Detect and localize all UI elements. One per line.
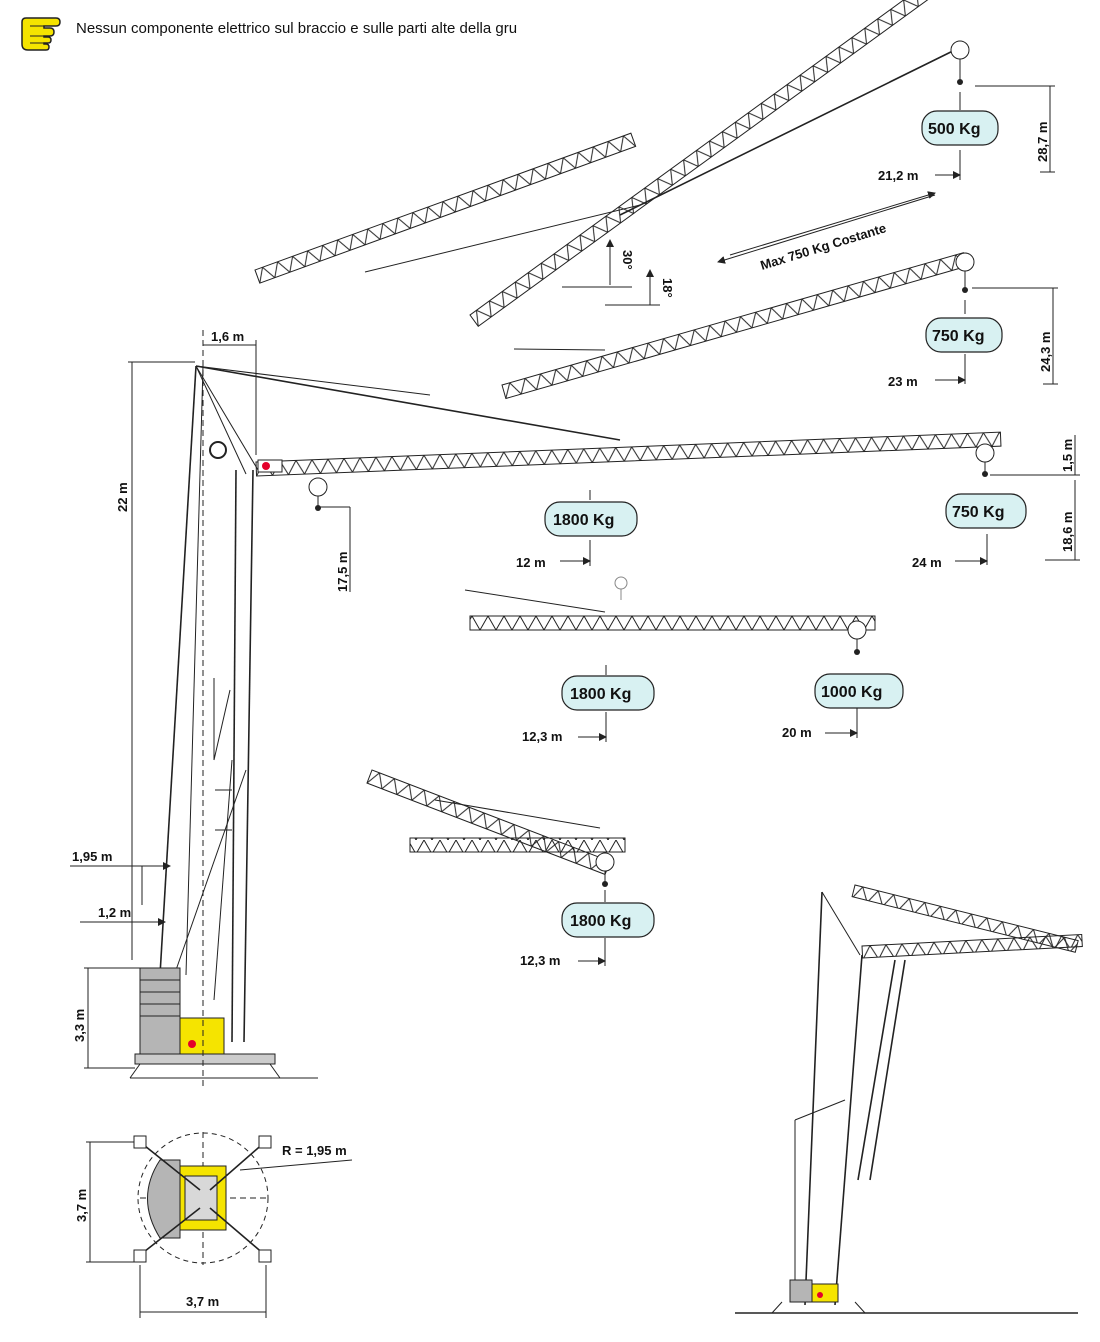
- dim-3-7-h: 3,7 m: [186, 1294, 219, 1309]
- dim-1-2: 1,2 m: [98, 905, 131, 920]
- max-750-constant: Max 750 Kg Costante: [758, 220, 887, 273]
- load-1800-c: 1800 Kg: [570, 913, 631, 930]
- pointing-hand-icon: [21, 17, 61, 51]
- hook-icon-6: [847, 620, 867, 655]
- dim-18-6: 18,6 m: [1060, 512, 1075, 552]
- ballast-stack: [139, 967, 181, 1057]
- dim-12: 12 m: [516, 555, 546, 570]
- boom-config-18deg: 24,3 m 23 m 750 Kg: [501, 252, 1058, 400]
- dim-radius: R = 1,95 m: [282, 1143, 347, 1158]
- dim-28-7: 28,7 m: [1035, 122, 1050, 162]
- boom-config-30deg: 30° 18° 28,7 m 21,2 m 500 Kg: [254, 0, 1055, 328]
- main-crane: [129, 330, 1002, 1090]
- load-1800-a: 1800 Kg: [553, 512, 614, 529]
- hook-icon-7: [595, 852, 615, 887]
- hook-icon-4: [975, 443, 995, 477]
- dim-1-95: 1,95 m: [72, 849, 112, 864]
- dim-24: 24 m: [912, 555, 942, 570]
- dim-17-5: 17,5 m: [335, 552, 350, 592]
- dim-12-3-b: 12,3 m: [520, 953, 560, 968]
- hook-icon-2: [955, 252, 975, 293]
- load-750-b: 750 Kg: [952, 504, 1004, 521]
- load-750-a: 750 Kg: [932, 328, 984, 345]
- dim-22: 22 m: [115, 482, 130, 512]
- load-1800-b: 1800 Kg: [570, 686, 631, 703]
- folded-jib: [366, 769, 626, 887]
- jib-20m: [464, 576, 876, 655]
- erection-crane: [735, 884, 1083, 1314]
- dim-12-3-a: 12,3 m: [522, 729, 562, 744]
- dim-3-7-v: 3,7 m: [74, 1189, 89, 1222]
- dim-1-6: 1,6 m: [211, 329, 244, 344]
- load-500: 500 Kg: [928, 121, 980, 138]
- hook-icon-3: [308, 477, 328, 511]
- hook-icon-1: [950, 40, 970, 85]
- warning-note: Nessun componente elettrico sul braccio …: [76, 20, 518, 37]
- load-1000: 1000 Kg: [821, 684, 882, 701]
- top-view: [133, 1132, 272, 1265]
- dim-1-5: 1,5 m: [1060, 439, 1075, 472]
- dim-21-2: 21,2 m: [878, 168, 918, 183]
- angle-30-label: 30°: [620, 250, 635, 270]
- hook-icon-5: [614, 576, 628, 600]
- angle-18-label: 18°: [660, 278, 675, 298]
- dim-23: 23 m: [888, 374, 918, 389]
- dim-20: 20 m: [782, 725, 812, 740]
- dim-24-3: 24,3 m: [1038, 332, 1053, 372]
- turntable-body: [179, 1017, 225, 1055]
- dim-3-3: 3,3 m: [72, 1009, 87, 1042]
